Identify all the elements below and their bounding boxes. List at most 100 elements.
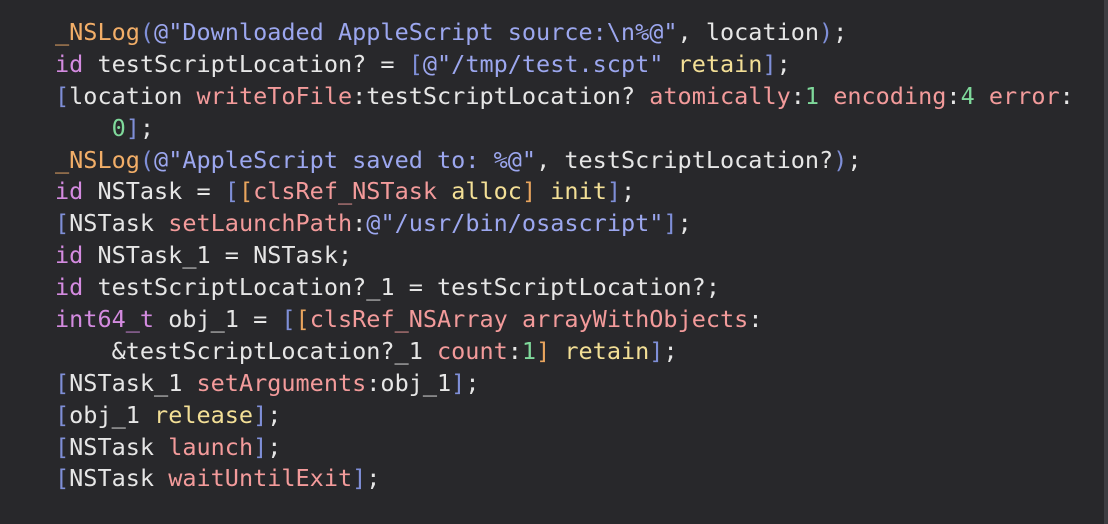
function-token: _NSLog — [55, 145, 140, 174]
code-line[interactable]: int64_t obj_1 = [[clsRef_NSArray arrayWi… — [55, 304, 1074, 336]
code-line[interactable]: [NSTask launch]; — [55, 432, 1074, 464]
code-text — [975, 82, 989, 110]
code-text — [55, 114, 112, 142]
message-token: retain — [677, 49, 763, 78]
selector-token: setArguments — [196, 368, 367, 397]
bracket-token: [ — [408, 49, 423, 78]
code-text: ; — [621, 177, 636, 206]
code-line[interactable]: id NSTask_1 = NSTask; — [55, 240, 1074, 272]
code-text: : — [790, 81, 805, 110]
bracket-token: [ — [55, 464, 70, 493]
code-text — [819, 82, 833, 110]
code-text: : — [946, 81, 961, 110]
code-text: :testScriptLocation? — [352, 81, 650, 110]
code-text: ; — [366, 464, 381, 493]
selector-token: setLaunchPath — [168, 209, 353, 238]
class-ref-token: clsRef_NSArray — [309, 305, 508, 334]
code-line[interactable]: id testScriptLocation?_1 = testScriptLoc… — [55, 272, 1074, 304]
code-line[interactable]: [NSTask_1 setArguments:obj_1]; — [55, 368, 1074, 400]
code-line[interactable]: &testScriptLocation?_1 count:1] retain]; — [55, 336, 1074, 368]
code-text: obj_1 — [69, 400, 155, 429]
code-text: testScriptLocation?_1 = testScriptLocati… — [83, 273, 720, 302]
selector-token: waitUntilExit — [168, 464, 353, 493]
bracket-token: ] — [352, 464, 367, 493]
code-text: , location — [677, 18, 820, 46]
code-line[interactable]: id NSTask = [[clsRef_NSTask alloc] init]… — [55, 176, 1074, 208]
code-text: location — [69, 81, 197, 110]
code-text: : — [352, 209, 367, 238]
code-text: ; — [776, 49, 791, 78]
bracket-token: ] — [521, 177, 537, 206]
bracket-token: ] — [762, 49, 777, 78]
keyword-token: int64_t — [55, 305, 155, 334]
bracket-token: ] — [606, 177, 621, 206]
message-token: alloc — [451, 177, 522, 206]
bracket-token: ) — [819, 18, 834, 46]
bracket-token: [ — [55, 368, 70, 397]
message-token: init — [550, 177, 607, 206]
bracket-token: ( — [139, 18, 155, 46]
string-literal: @"/tmp/test.scpt" — [422, 49, 664, 78]
code-text: NSTask — [69, 209, 169, 238]
code-line[interactable]: [NSTask setLaunchPath:@"/usr/bin/osascri… — [55, 208, 1074, 240]
code-text: : — [507, 336, 522, 365]
code-text: :obj_1 — [366, 368, 452, 397]
selector-token: encoding — [833, 81, 947, 110]
bracket-token: [ — [238, 177, 254, 206]
code-text: ; — [663, 336, 678, 365]
bracket-token: ] — [536, 336, 551, 365]
keyword-token: id — [55, 273, 84, 302]
selector-token: atomically — [649, 81, 791, 110]
code-line[interactable]: _NSLog(@"Downloaded AppleScript source:\… — [55, 17, 1074, 49]
bracket-token: [ — [55, 400, 70, 429]
code-text: ; — [267, 400, 282, 429]
code-text: ; — [833, 18, 848, 46]
code-text: NSTask — [69, 432, 169, 461]
code-text: ; — [465, 368, 480, 397]
code-text: NSTask = — [83, 177, 225, 206]
bracket-token: [ — [55, 209, 70, 238]
code-text — [437, 177, 451, 205]
message-token: release — [154, 400, 254, 429]
code-text: obj_1 = — [154, 305, 282, 334]
bracket-token: ] — [451, 368, 466, 397]
code-text — [508, 305, 522, 333]
code-line[interactable]: _NSLog(@"AppleScript saved to: %@", test… — [55, 145, 1074, 177]
class-ref-token: clsRef_NSTask — [253, 177, 438, 206]
string-literal: @"/usr/bin/osascript" — [366, 209, 664, 238]
selector-token: arrayWithObjects — [521, 305, 749, 334]
code-text: &testScriptLocation?_1 — [55, 336, 438, 365]
message-token: retain — [564, 336, 650, 365]
code-block[interactable]: _NSLog(@"Downloaded AppleScript source:\… — [55, 17, 1074, 495]
string-literal: @"Downloaded AppleScript source:\n%@" — [154, 18, 678, 46]
bracket-token: [ — [281, 305, 296, 334]
bracket-token: ] — [663, 209, 678, 238]
bracket-token: [ — [295, 305, 310, 334]
bracket-token: [ — [55, 81, 70, 110]
code-text: NSTask — [69, 464, 169, 493]
code-line[interactable]: 0]; — [55, 113, 1074, 145]
bracket-token: ] — [649, 336, 664, 365]
code-text — [550, 337, 564, 365]
number-literal: 0 — [111, 113, 126, 142]
number-literal: 1 — [804, 81, 820, 110]
number-literal: 1 — [521, 336, 537, 365]
code-line[interactable]: id testScriptLocation? = [@"/tmp/test.sc… — [55, 49, 1074, 81]
bracket-token: ( — [139, 145, 155, 174]
bracket-token: ] — [253, 432, 268, 461]
code-text: ; — [139, 113, 155, 142]
scrollbar-track[interactable] — [1104, 0, 1108, 524]
function-token: _NSLog — [55, 18, 140, 46]
bracket-token: ] — [253, 400, 268, 429]
bracket-token: [ — [55, 432, 70, 461]
string-literal: @"AppleScript saved to: %@" — [154, 145, 537, 174]
code-line[interactable]: [obj_1 release]; — [55, 400, 1074, 432]
code-line[interactable]: [NSTask waitUntilExit]; — [55, 463, 1074, 495]
code-line[interactable]: [location writeToFile:testScriptLocation… — [55, 81, 1074, 113]
code-text: ; — [677, 209, 692, 238]
keyword-token: id — [55, 177, 84, 206]
code-text — [663, 50, 677, 78]
code-text: ; — [267, 432, 282, 461]
code-text — [536, 177, 550, 205]
